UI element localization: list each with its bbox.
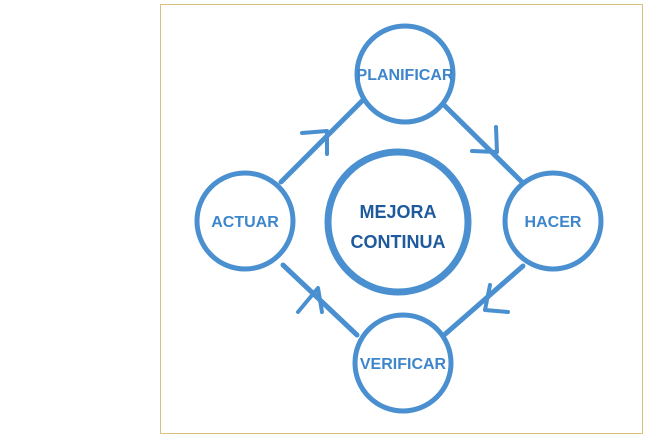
center-label-line2: CONTINUA bbox=[351, 232, 446, 252]
node-verificar-circle bbox=[352, 312, 454, 414]
node-planificar-label: PLANIFICAR bbox=[357, 67, 454, 84]
arrow-to-verificar-icon bbox=[483, 283, 510, 314]
node-actuar-label: ACTUAR bbox=[211, 214, 279, 231]
node-hacer-label: HACER bbox=[525, 214, 582, 231]
node-verificar-label: VERIFICAR bbox=[360, 356, 447, 373]
connector-hacer-verificar bbox=[440, 263, 526, 339]
arrow-to-actuar-icon bbox=[296, 286, 324, 314]
arrow-to-hacer-icon bbox=[470, 125, 499, 154]
node-planificar-circle bbox=[354, 23, 456, 125]
center-label-line1: MEJORA bbox=[359, 202, 436, 222]
connector-actuar-planificar bbox=[278, 98, 365, 185]
arrow-to-planificar-icon bbox=[300, 129, 329, 156]
connector-planificar-hacer bbox=[440, 101, 526, 186]
node-actuar-circle bbox=[194, 170, 296, 272]
node-hacer-circle bbox=[502, 170, 604, 272]
center-circle bbox=[324, 148, 472, 296]
